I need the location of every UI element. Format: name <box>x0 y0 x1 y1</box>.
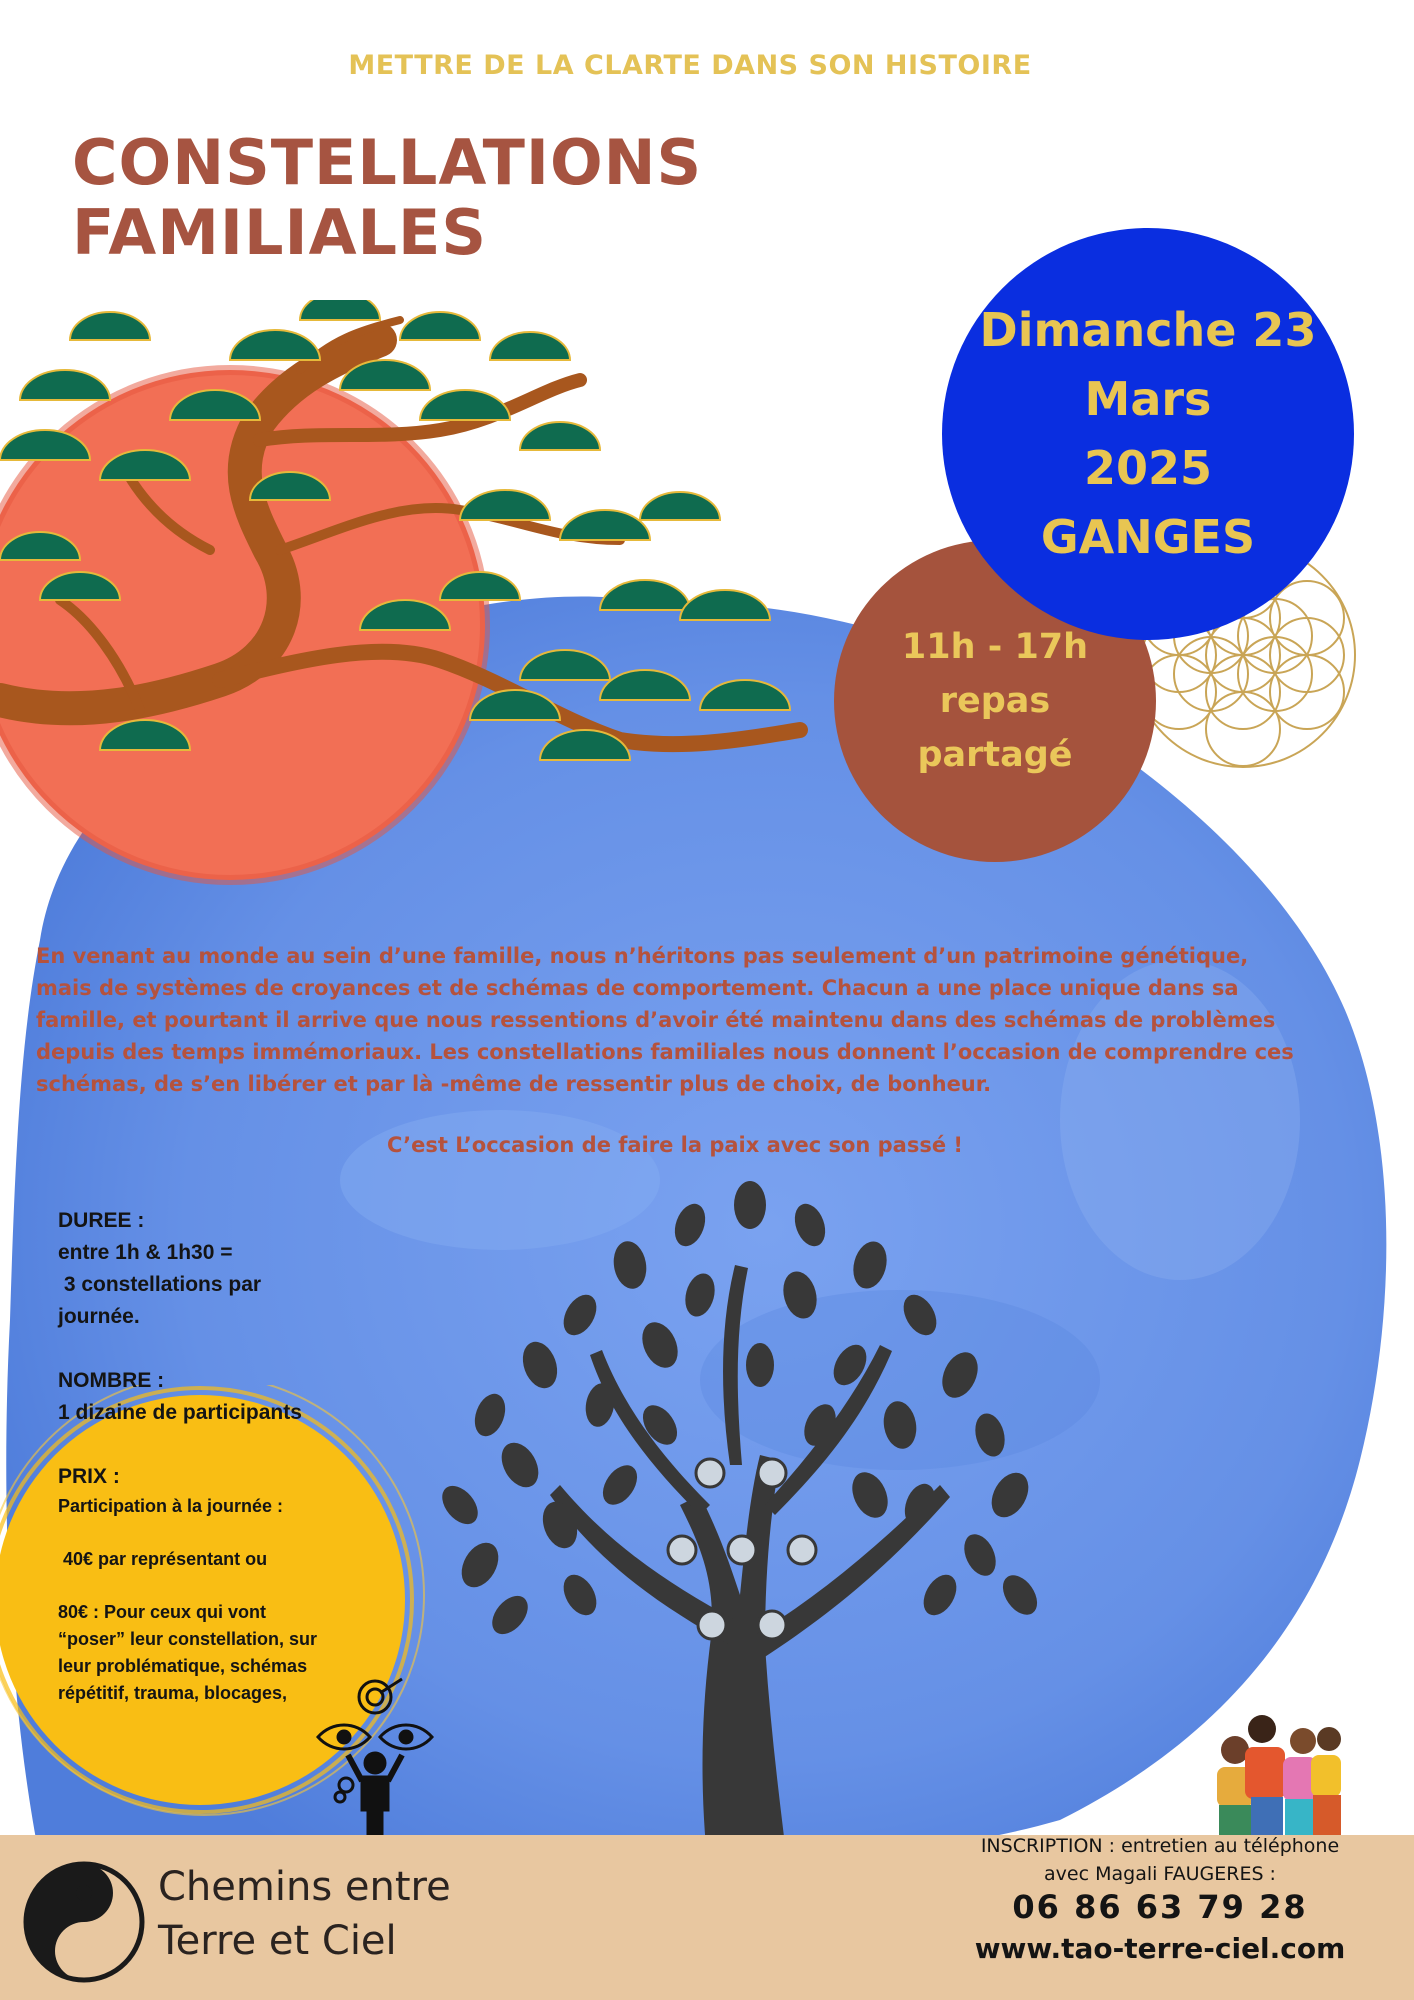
inscription-line-1: INSCRIPTION : entretien au téléphone <box>980 1835 1340 1857</box>
duree-line-1: entre 1h & 1h30 = <box>58 1241 233 1264</box>
yin-yang-icon <box>23 1861 145 1983</box>
prix-option-1: 40€ par représentant ou <box>58 1549 268 1569</box>
prix-label: PRIX : <box>58 1465 120 1488</box>
group-of-people-illustration <box>1217 1715 1341 1839</box>
intro-quote: C’est L’occasion de faire la paix avec s… <box>387 1133 963 1157</box>
red-sun <box>0 365 490 885</box>
date-circle: Dimanche 23 Mars 2025 GANGES <box>942 228 1354 640</box>
inscription-info: INSCRIPTION : entretien au téléphone ave… <box>940 1832 1380 1888</box>
prix-intro: Participation à la journée : <box>58 1496 284 1516</box>
family-faces <box>666 1457 818 1641</box>
brand-line-1: Chemins entre <box>158 1864 451 1910</box>
vision-target-person-icon <box>316 1677 434 1837</box>
brand-line-2: Terre et Ciel <box>158 1918 397 1964</box>
footer-band <box>0 1835 1414 2000</box>
meal-line-2: partagé <box>917 735 1073 775</box>
event-details: DUREE : entre 1h & 1h30 = 3 constellatio… <box>58 1205 418 1707</box>
inscription-line-2: avec Magali FAUGERES : <box>1044 1863 1276 1885</box>
price-yellow-circle <box>0 1385 425 1816</box>
tagline: METTRE DE LA CLARTE DANS SON HISTOIRE <box>348 50 1032 81</box>
fan-leaves <box>0 300 792 761</box>
tree-leaves <box>442 1181 1038 1635</box>
date-line-3: 2025 <box>1083 441 1213 495</box>
prix-option-2-line-2: “poser” leur constellation, sur <box>58 1629 318 1649</box>
website-link[interactable]: www.tao-terre-ciel.com <box>974 1932 1346 1965</box>
page-title: CONSTELLATIONS FAMILIALES <box>72 128 702 268</box>
event-time: 11h - 17h <box>901 627 1089 667</box>
event-place: GANGES <box>1040 510 1256 564</box>
duree-line-2: 3 constellations par <box>58 1273 262 1296</box>
family-tree-illustration <box>419 1181 1101 1935</box>
prix-option-2-line-4: répétitif, trauma, blocages, <box>58 1683 288 1703</box>
prix-option-2-line-1: 80€ : Pour ceux qui vont <box>58 1602 267 1622</box>
title-line-2: FAMILIALES <box>72 196 488 269</box>
nombre-label: NOMBRE : <box>58 1369 165 1392</box>
duree-line-3: journée. <box>58 1305 140 1328</box>
title-line-1: CONSTELLATIONS <box>72 126 703 199</box>
phone-number[interactable]: 06 86 63 79 28 <box>1012 1888 1308 1926</box>
prix-option-2-line-3: leur problématique, schémas <box>58 1656 308 1676</box>
date-line-2: Mars <box>1084 372 1212 426</box>
date-line-1: Dimanche 23 <box>979 303 1317 357</box>
bonsai-tree-illustration <box>0 300 808 761</box>
meal-line-1: repas <box>939 681 1051 721</box>
intro-paragraph: En venant au monde au sein d’une famille… <box>36 944 1294 1096</box>
brand-name: Chemins entre Terre et Ciel <box>158 1860 451 1968</box>
nombre-value: 1 dizaine de participants <box>58 1401 302 1424</box>
duree-label: DUREE : <box>58 1209 145 1232</box>
